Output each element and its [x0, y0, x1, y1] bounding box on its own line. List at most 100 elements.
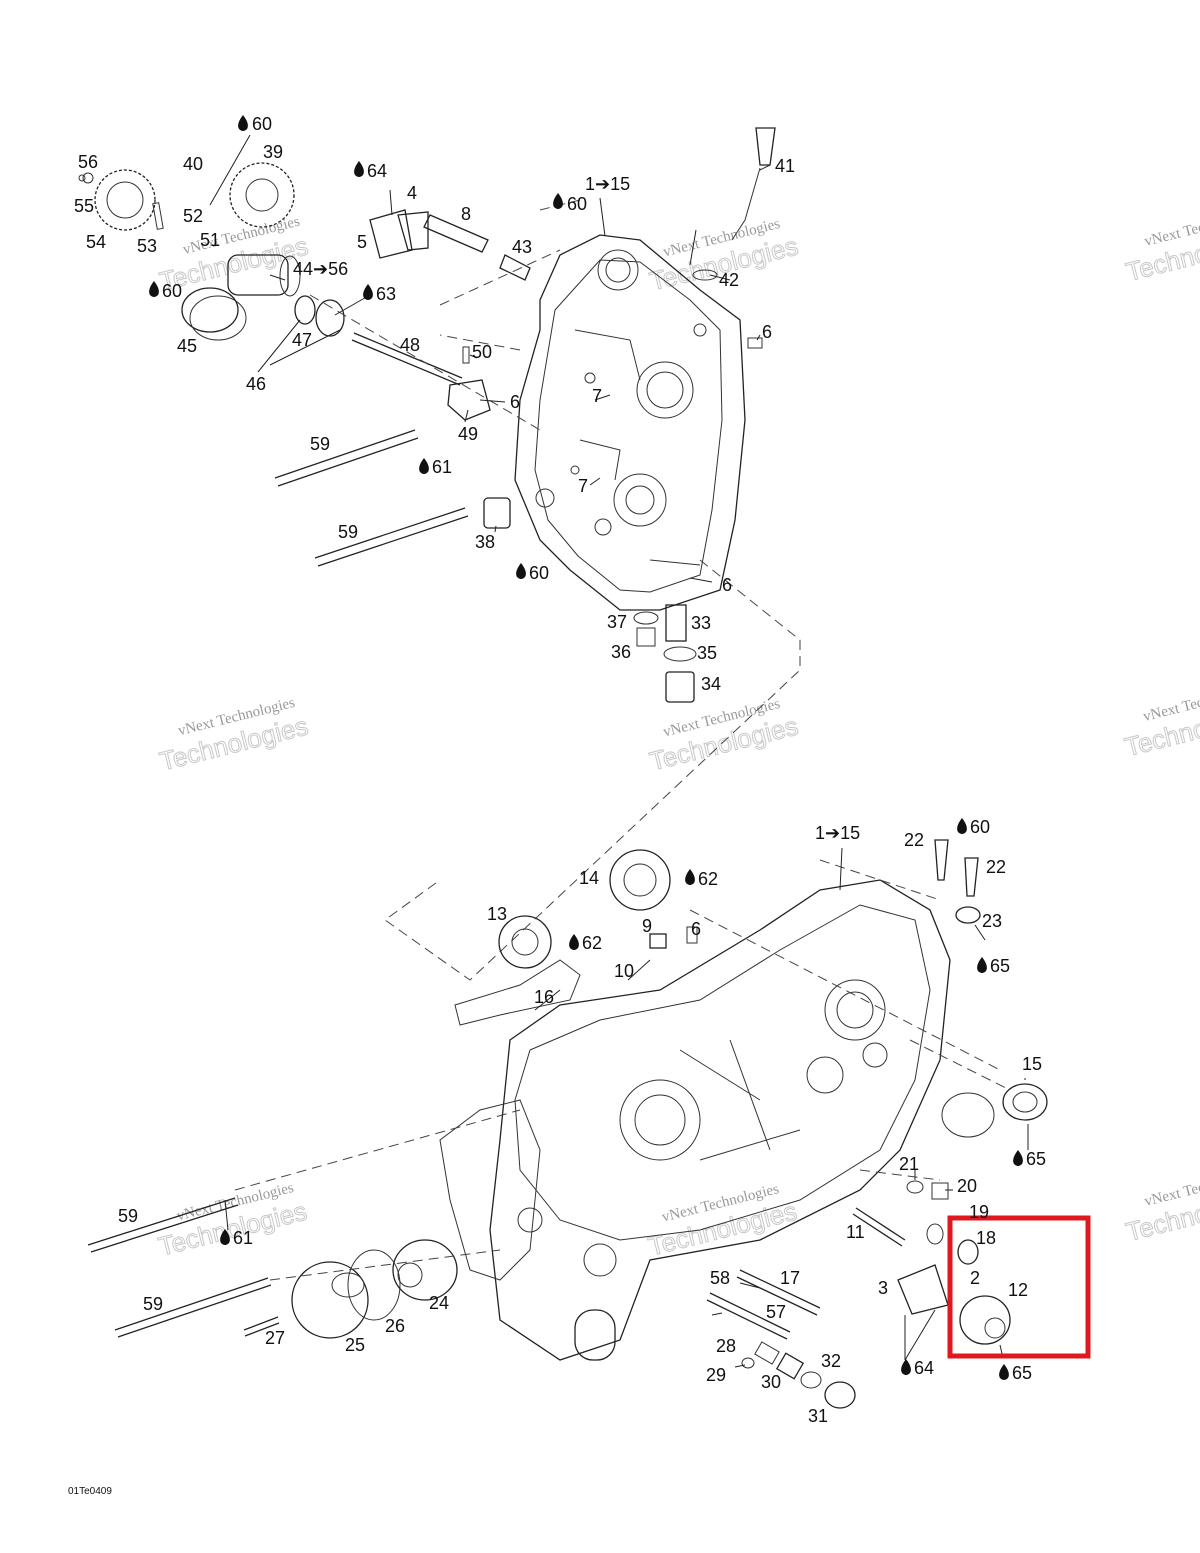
callout-49: 49 — [458, 424, 478, 444]
callout-60: 60 — [970, 817, 990, 837]
oil-drop-icon — [977, 957, 987, 973]
callout-30: 30 — [761, 1372, 781, 1392]
callout-59: 59 — [143, 1294, 163, 1314]
callout-53: 53 — [137, 236, 157, 256]
callout-16: 16 — [534, 987, 554, 1007]
oil-drop-icon — [419, 458, 429, 474]
callout-48: 48 — [400, 335, 420, 355]
callout-42: 42 — [719, 270, 739, 290]
callout-22: 22 — [986, 857, 1006, 877]
callout-60: 60 — [529, 563, 549, 583]
callout-40: 40 — [183, 154, 203, 174]
callout-65: 65 — [990, 956, 1010, 976]
callout-6: 6 — [510, 392, 520, 412]
callout-54: 54 — [86, 232, 106, 252]
callout-61: 61 — [432, 457, 452, 477]
callout-25: 25 — [345, 1335, 365, 1355]
callout-44-56: 44➔56 — [293, 259, 348, 279]
leader-lines — [209, 134, 1029, 1368]
callout-6: 6 — [691, 919, 701, 939]
callout-22: 22 — [904, 830, 924, 850]
callout-59: 59 — [310, 434, 330, 454]
callout-24: 24 — [429, 1293, 449, 1313]
callout-50: 50 — [472, 342, 492, 362]
callout-31: 31 — [808, 1406, 828, 1426]
oil-drop-icon — [901, 1359, 911, 1375]
oil-drop-icon — [569, 934, 579, 950]
callout-35: 35 — [697, 643, 717, 663]
callout-36: 36 — [611, 642, 631, 662]
callout-52: 52 — [183, 206, 203, 226]
callout-21: 21 — [899, 1154, 919, 1174]
callout-7: 7 — [578, 476, 588, 496]
callout-51: 51 — [200, 230, 220, 250]
callout-59: 59 — [118, 1206, 138, 1226]
callout-6: 6 — [762, 322, 772, 342]
callout-1-15: 1➔15 — [815, 823, 860, 843]
lower-callouts: 1➔15 60 22 22 14 62 13 62 9 6 23 65 10 1… — [118, 817, 1046, 1426]
oil-drop-icon — [685, 869, 695, 885]
callout-6: 6 — [722, 575, 732, 595]
watermarks: vNext Technologies Technologies vNext Te… — [155, 205, 1200, 1262]
callout-15: 15 — [1022, 1054, 1042, 1074]
callout-60: 60 — [252, 114, 272, 134]
callout-9: 9 — [642, 916, 652, 936]
lower-small-parts — [87, 839, 1048, 1409]
callout-13: 13 — [487, 904, 507, 924]
callout-59: 59 — [338, 522, 358, 542]
callout-4: 4 — [407, 183, 417, 203]
callout-46: 46 — [246, 374, 266, 394]
callout-23: 23 — [982, 911, 1002, 931]
oil-drop-icon — [354, 161, 364, 177]
callout-7: 7 — [592, 386, 602, 406]
callout-12: 12 — [1008, 1280, 1028, 1300]
oil-drop-icon — [238, 115, 248, 131]
callout-64: 64 — [367, 161, 387, 181]
callout-20: 20 — [957, 1176, 977, 1196]
oil-drop-icon — [149, 281, 159, 297]
oil-drop-icon — [999, 1364, 1009, 1380]
callout-45: 45 — [177, 336, 197, 356]
oil-drop-icon — [1013, 1150, 1023, 1166]
callout-62: 62 — [698, 869, 718, 889]
callout-2: 2 — [970, 1268, 980, 1288]
callout-28: 28 — [716, 1336, 736, 1356]
callout-10: 10 — [614, 961, 634, 981]
callout-11: 11 — [846, 1222, 865, 1242]
callout-41: 41 — [775, 156, 795, 176]
oil-drop-icon — [516, 563, 526, 579]
upper-callouts: 56 55 54 53 52 51 40 39 60 60 64 4 5 8 4… — [74, 114, 795, 694]
callout-56: 56 — [78, 152, 98, 172]
callout-17: 17 — [780, 1268, 800, 1288]
callout-65: 65 — [1026, 1149, 1046, 1169]
oil-drop-icon — [553, 193, 563, 209]
callout-29: 29 — [706, 1365, 726, 1385]
callout-43: 43 — [512, 237, 532, 257]
callout-65: 65 — [1012, 1363, 1032, 1383]
callout-18: 18 — [976, 1228, 996, 1248]
callout-62: 62 — [582, 933, 602, 953]
callout-60: 60 — [162, 281, 182, 301]
callout-55: 55 — [74, 196, 94, 216]
callout-26: 26 — [385, 1316, 405, 1336]
callout-64: 64 — [914, 1358, 934, 1378]
callout-57: 57 — [766, 1302, 786, 1322]
callout-19: 19 — [969, 1202, 989, 1222]
callout-27: 27 — [265, 1328, 285, 1348]
lower-crankcase-half — [439, 879, 951, 1361]
oil-drop-icon — [220, 1229, 230, 1245]
callout-37: 37 — [607, 612, 627, 632]
diagram-id: 01Te0409 — [68, 1486, 112, 1497]
upper-crankcase-half — [514, 234, 746, 611]
callout-38: 38 — [475, 532, 495, 552]
callout-32: 32 — [821, 1351, 841, 1371]
highlight-box — [947, 1215, 1091, 1359]
callout-5: 5 — [357, 232, 367, 252]
callout-58: 58 — [710, 1268, 730, 1288]
callout-3: 3 — [878, 1278, 888, 1298]
callout-47: 47 — [292, 330, 312, 350]
callout-33: 33 — [691, 613, 711, 633]
callout-1-15: 1➔15 — [585, 174, 630, 194]
callout-63: 63 — [376, 284, 396, 304]
callout-61: 61 — [233, 1228, 253, 1248]
